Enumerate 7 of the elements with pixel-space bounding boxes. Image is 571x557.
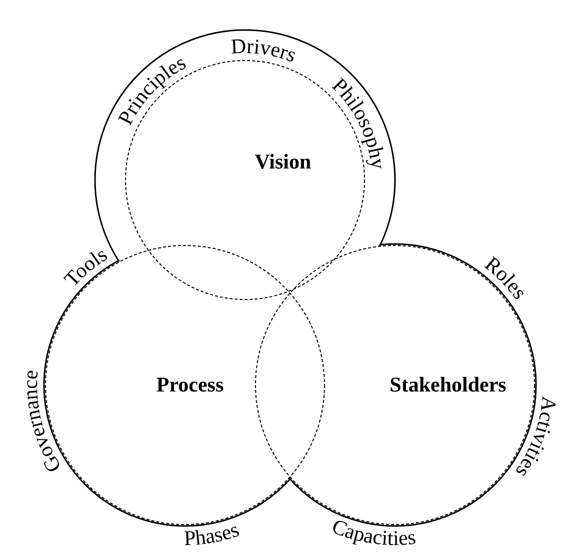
curved-label: Phases <box>184 517 242 550</box>
curved-label: Drivers <box>230 34 300 68</box>
circle-label: Process <box>156 372 224 398</box>
curved-label: Capacities <box>328 514 417 550</box>
curved-label: Tools <box>59 242 112 292</box>
circle-label: Vision <box>254 150 312 174</box>
circle-label: Stakeholders <box>390 372 506 398</box>
